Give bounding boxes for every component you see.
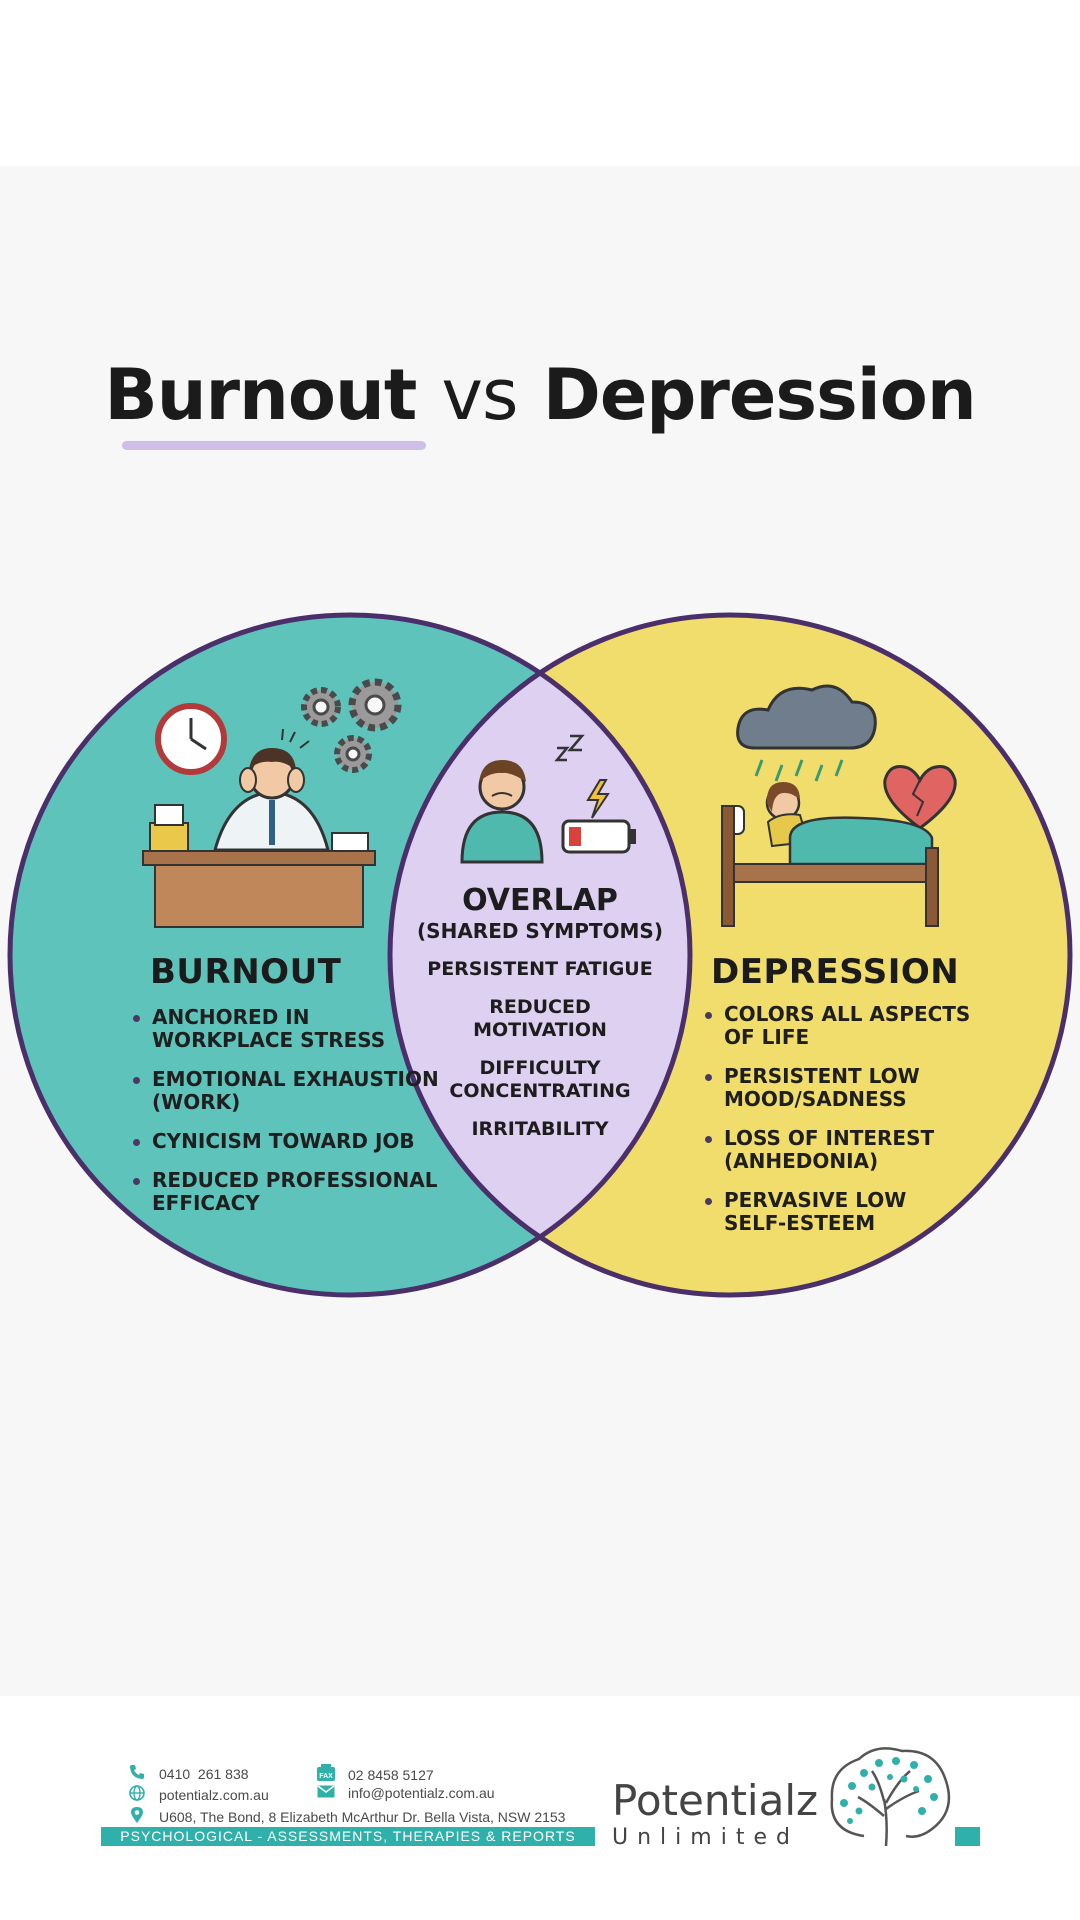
list-item: PERSISTENT LOW MOOD/SADNESS	[703, 1065, 973, 1111]
website-link: potentialz.com.au	[159, 1786, 269, 1803]
depression-list: COLORS ALL ASPECTS OF LIFE PERSISTENT LO…	[703, 1003, 973, 1251]
tired-person-icon	[460, 760, 544, 864]
brain-tree-logo-icon	[830, 1747, 951, 1847]
low-battery-icon	[561, 779, 636, 854]
broken-heart-icon	[883, 765, 957, 830]
title-burnout: Burnout	[104, 354, 417, 436]
overlap-heading: OVERLAP	[462, 883, 618, 918]
fax-badge-text: FAX	[319, 1773, 333, 1780]
person-in-bed-icon	[721, 782, 939, 927]
list-item: PERVASIVE LOW SELF-ESTEEM	[703, 1189, 973, 1235]
overlap-item: REDUCED MOTIVATION	[473, 996, 607, 1041]
overlap-block: OVERLAP (SHARED SYMPTOMS) PERSISTENT FAT…	[400, 884, 680, 1156]
location-pin-icon	[127, 1806, 147, 1827]
overlap-item: PERSISTENT FATIGUE	[427, 958, 653, 980]
contact-phone[interactable]: 0410 261 838	[127, 1764, 249, 1783]
email-link: info@potentialz.com.au	[348, 1785, 495, 1801]
fax-number: 02 8458 5127	[348, 1766, 434, 1783]
contact-email[interactable]: info@potentialz.com.au	[316, 1785, 495, 1801]
tagline-bar: PSYCHOLOGICAL - ASSESSMENTS, THERAPIES &…	[101, 1827, 595, 1846]
fax-icon: FAX	[316, 1764, 336, 1785]
overlap-subheading: (SHARED SYMPTOMS)	[417, 919, 663, 943]
accent-square	[955, 1827, 980, 1846]
list-item: CYNICISM TOWARD JOB	[131, 1130, 441, 1153]
title-underline	[122, 441, 426, 450]
overlap-item: IRRITABILITY	[471, 1118, 609, 1140]
burnout-list: ANCHORED IN WORKPLACE STRESS EMOTIONAL E…	[131, 1006, 441, 1231]
stressed-worker-icon	[142, 728, 376, 928]
title-depression: Depression	[542, 354, 977, 436]
phone-icon	[127, 1764, 147, 1783]
list-item: REDUCED PROFESSIONAL EFFICACY	[131, 1169, 441, 1215]
brand-name: Potentialz	[612, 1776, 819, 1825]
overlap-item: DIFFICULTY CONCENTRATING	[449, 1057, 631, 1102]
title-vs: vs	[441, 354, 519, 436]
depression-outline	[387, 612, 1073, 1298]
contact-address: U608, The Bond, 8 Elizabeth McArthur Dr.…	[127, 1806, 565, 1827]
burnout-outline	[7, 612, 693, 1298]
list-item: ANCHORED IN WORKPLACE STRESS	[131, 1006, 441, 1052]
depression-heading: DEPRESSION	[711, 952, 960, 992]
address-text: U608, The Bond, 8 Elizabeth McArthur Dr.…	[159, 1808, 566, 1825]
mail-icon	[316, 1785, 336, 1801]
list-item: LOSS OF INTEREST (ANHEDONIA)	[703, 1127, 973, 1173]
footer	[0, 1696, 1080, 1920]
list-item: EMOTIONAL EXHAUSTION (WORK)	[131, 1068, 441, 1114]
rain-cloud-icon	[736, 684, 877, 782]
overlap-region	[390, 615, 690, 1295]
clock-icon	[155, 703, 227, 775]
list-item: COLORS ALL ASPECTS OF LIFE	[703, 1003, 973, 1049]
gears-icon	[301, 678, 402, 773]
burnout-heading: BURNOUT	[150, 952, 342, 992]
brand-subtitle: Unlimited	[612, 1825, 799, 1850]
contact-website[interactable]: potentialz.com.au	[127, 1785, 269, 1804]
phone-number: 0410 261 838	[159, 1765, 249, 1782]
sleep-zzz-icon	[554, 734, 585, 762]
globe-icon	[127, 1785, 147, 1804]
page-title: Burnout vs Depression	[0, 353, 1080, 437]
venn-diagram	[7, 612, 1073, 1298]
contact-fax: FAX 02 8458 5127	[316, 1764, 434, 1785]
